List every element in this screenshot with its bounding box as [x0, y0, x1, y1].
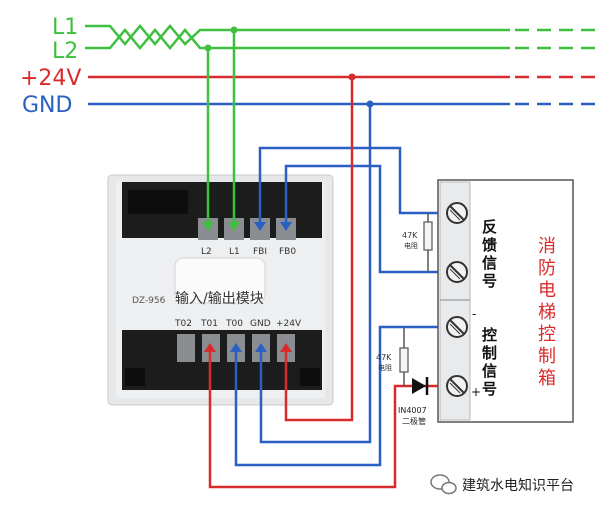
terminal-l2-label: L2: [201, 247, 212, 257]
minus-sign: -: [472, 307, 476, 321]
l1-label: L1: [52, 15, 78, 40]
screw-icon: [446, 202, 468, 224]
resistor-top-value: 47K: [402, 231, 418, 240]
arrow-l2: [202, 222, 214, 231]
terminal-t00-label: T00: [225, 319, 243, 329]
svg-text:号: 号: [482, 272, 497, 290]
bus-lines: [85, 24, 595, 106]
arrow-fbi: [254, 222, 266, 231]
svg-text:号: 号: [482, 380, 497, 398]
screw-icon: [446, 375, 468, 397]
l2-label: L2: [52, 39, 78, 64]
arrow-l1: [228, 222, 240, 231]
plus-sign: +: [471, 385, 481, 399]
diode-icon: [412, 377, 429, 395]
arrow-gnd: [255, 343, 267, 352]
arrow-t01: [204, 343, 216, 352]
watermark-text: 建筑水电知识平台: [462, 477, 574, 494]
svg-text:控: 控: [538, 324, 556, 345]
svg-text:信: 信: [482, 362, 497, 380]
svg-text:控: 控: [482, 326, 497, 344]
resistor-bottom-value: 47K: [376, 353, 392, 362]
diode-part: IN4007: [398, 406, 427, 415]
resistor-bottom: [399, 347, 409, 373]
resistor-bottom-label: 电阻: [378, 363, 392, 372]
wire-t00: [234, 325, 440, 467]
svg-text:电: 电: [538, 280, 556, 301]
module-model: DZ-956: [132, 296, 166, 306]
control-signal-label: 控 制 信 号: [482, 326, 497, 398]
svg-text:箱: 箱: [538, 368, 556, 389]
l1-line: [85, 24, 510, 46]
control-box-title: 消 防 电 梯 控 制 箱: [538, 236, 556, 389]
terminal-t02-label: T02: [174, 319, 192, 329]
svg-text:消: 消: [538, 236, 556, 257]
module-window: [174, 257, 266, 304]
wechat-icon: [430, 474, 457, 495]
svg-text:防: 防: [538, 258, 556, 279]
svg-text:制: 制: [538, 346, 556, 367]
resistor-top-label: 电阻: [404, 241, 418, 250]
gnd-label: GND: [22, 93, 72, 118]
screw-icon: [446, 316, 468, 338]
arrow-fb0: [280, 222, 292, 231]
svg-text:梯: 梯: [538, 302, 556, 323]
io-module: [107, 174, 334, 406]
svg-text:馈: 馈: [481, 236, 497, 254]
svg-text:制: 制: [482, 344, 497, 362]
terminal-fb0-label: FB0: [279, 247, 296, 257]
arrow-24v: [280, 343, 292, 352]
v24-label: +24V: [20, 66, 81, 91]
terminal-t01-label: T01: [200, 319, 218, 329]
svg-text:信: 信: [482, 254, 497, 272]
wire-fb0: [284, 164, 440, 274]
module-title: 输入/输出模块: [175, 291, 264, 307]
resistor-top: [423, 221, 433, 251]
wire-t01: [208, 348, 440, 489]
svg-text:反: 反: [482, 218, 497, 236]
diode-label: 二极管: [402, 416, 426, 426]
screw-icon: [446, 261, 468, 283]
l2-line: [85, 28, 510, 50]
wire-gnd-to-module: [259, 104, 372, 444]
feedback-signal-label: 反 馈 信 号: [481, 218, 497, 290]
wire-fbi: [258, 146, 440, 228]
terminal-fbi-label: FBI: [253, 247, 267, 257]
wire-24v-to-module: [284, 77, 354, 422]
terminal-l1-label: L1: [229, 247, 240, 257]
arrow-t00: [230, 343, 242, 352]
terminal-gnd-label: GND: [250, 319, 271, 329]
terminal-24v-label: +24V: [276, 319, 302, 329]
